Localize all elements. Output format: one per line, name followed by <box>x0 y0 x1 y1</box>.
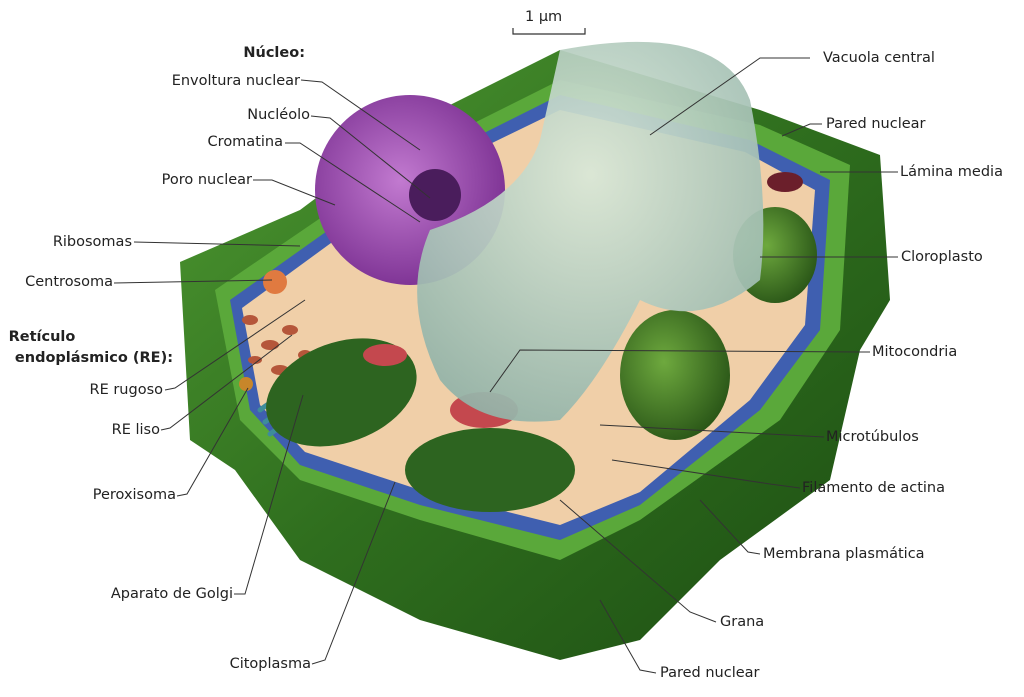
nucleolus <box>409 169 461 221</box>
label-nucleolo: Nucléolo <box>247 107 310 123</box>
label-filamento-actina: Filamento de actina <box>802 480 946 496</box>
nucleus-heading: Núcleo: <box>243 45 305 61</box>
label-cromatina: Cromatina <box>207 134 283 150</box>
mitochondrion <box>767 172 803 192</box>
label-lamina-media: Lámina media <box>900 164 1003 180</box>
label-poro-nuclear: Poro nuclear <box>161 172 252 188</box>
leader-lines <box>113 57 898 674</box>
label-pared-nuclear-top: Pared nuclear <box>826 116 926 132</box>
label-mitocondria: Mitocondria <box>872 344 958 360</box>
chloroplast <box>405 428 575 512</box>
label-ribosomas: Ribosomas <box>52 234 132 250</box>
label-aparato-golgi: Aparato de Golgi <box>110 586 233 602</box>
label-cloroplasto: Cloroplasto <box>901 249 983 265</box>
mitochondrion <box>363 344 407 366</box>
label-centrosoma: Centrosoma <box>25 274 113 290</box>
scale-bar <box>512 28 586 35</box>
centrosome <box>263 270 287 294</box>
label-membrana-plasmatica: Membrana plasmática <box>763 546 925 562</box>
label-microtubulos: Microtúbulos <box>826 429 919 445</box>
peroxisome <box>239 377 253 391</box>
label-citoplasma: Citoplasma <box>229 656 311 672</box>
label-peroxisoma: Peroxisoma <box>92 487 176 503</box>
label-vacuola-central: Vacuola central <box>823 50 935 66</box>
er-heading-line1: Retículo <box>8 329 76 345</box>
label-pared-nuclear-bottom: Pared nuclear <box>660 665 760 681</box>
label-envoltura-nuclear: Envoltura nuclear <box>171 73 300 89</box>
label-grana: Grana <box>720 614 765 630</box>
er-heading-line2: endoplásmico (RE): <box>14 350 173 366</box>
scale-bar-label: 1 µm <box>525 9 563 25</box>
central-vacuole <box>417 41 764 422</box>
label-re-liso: RE liso <box>111 422 160 438</box>
chloroplast <box>620 310 730 440</box>
label-re-rugoso: RE rugoso <box>89 382 164 398</box>
